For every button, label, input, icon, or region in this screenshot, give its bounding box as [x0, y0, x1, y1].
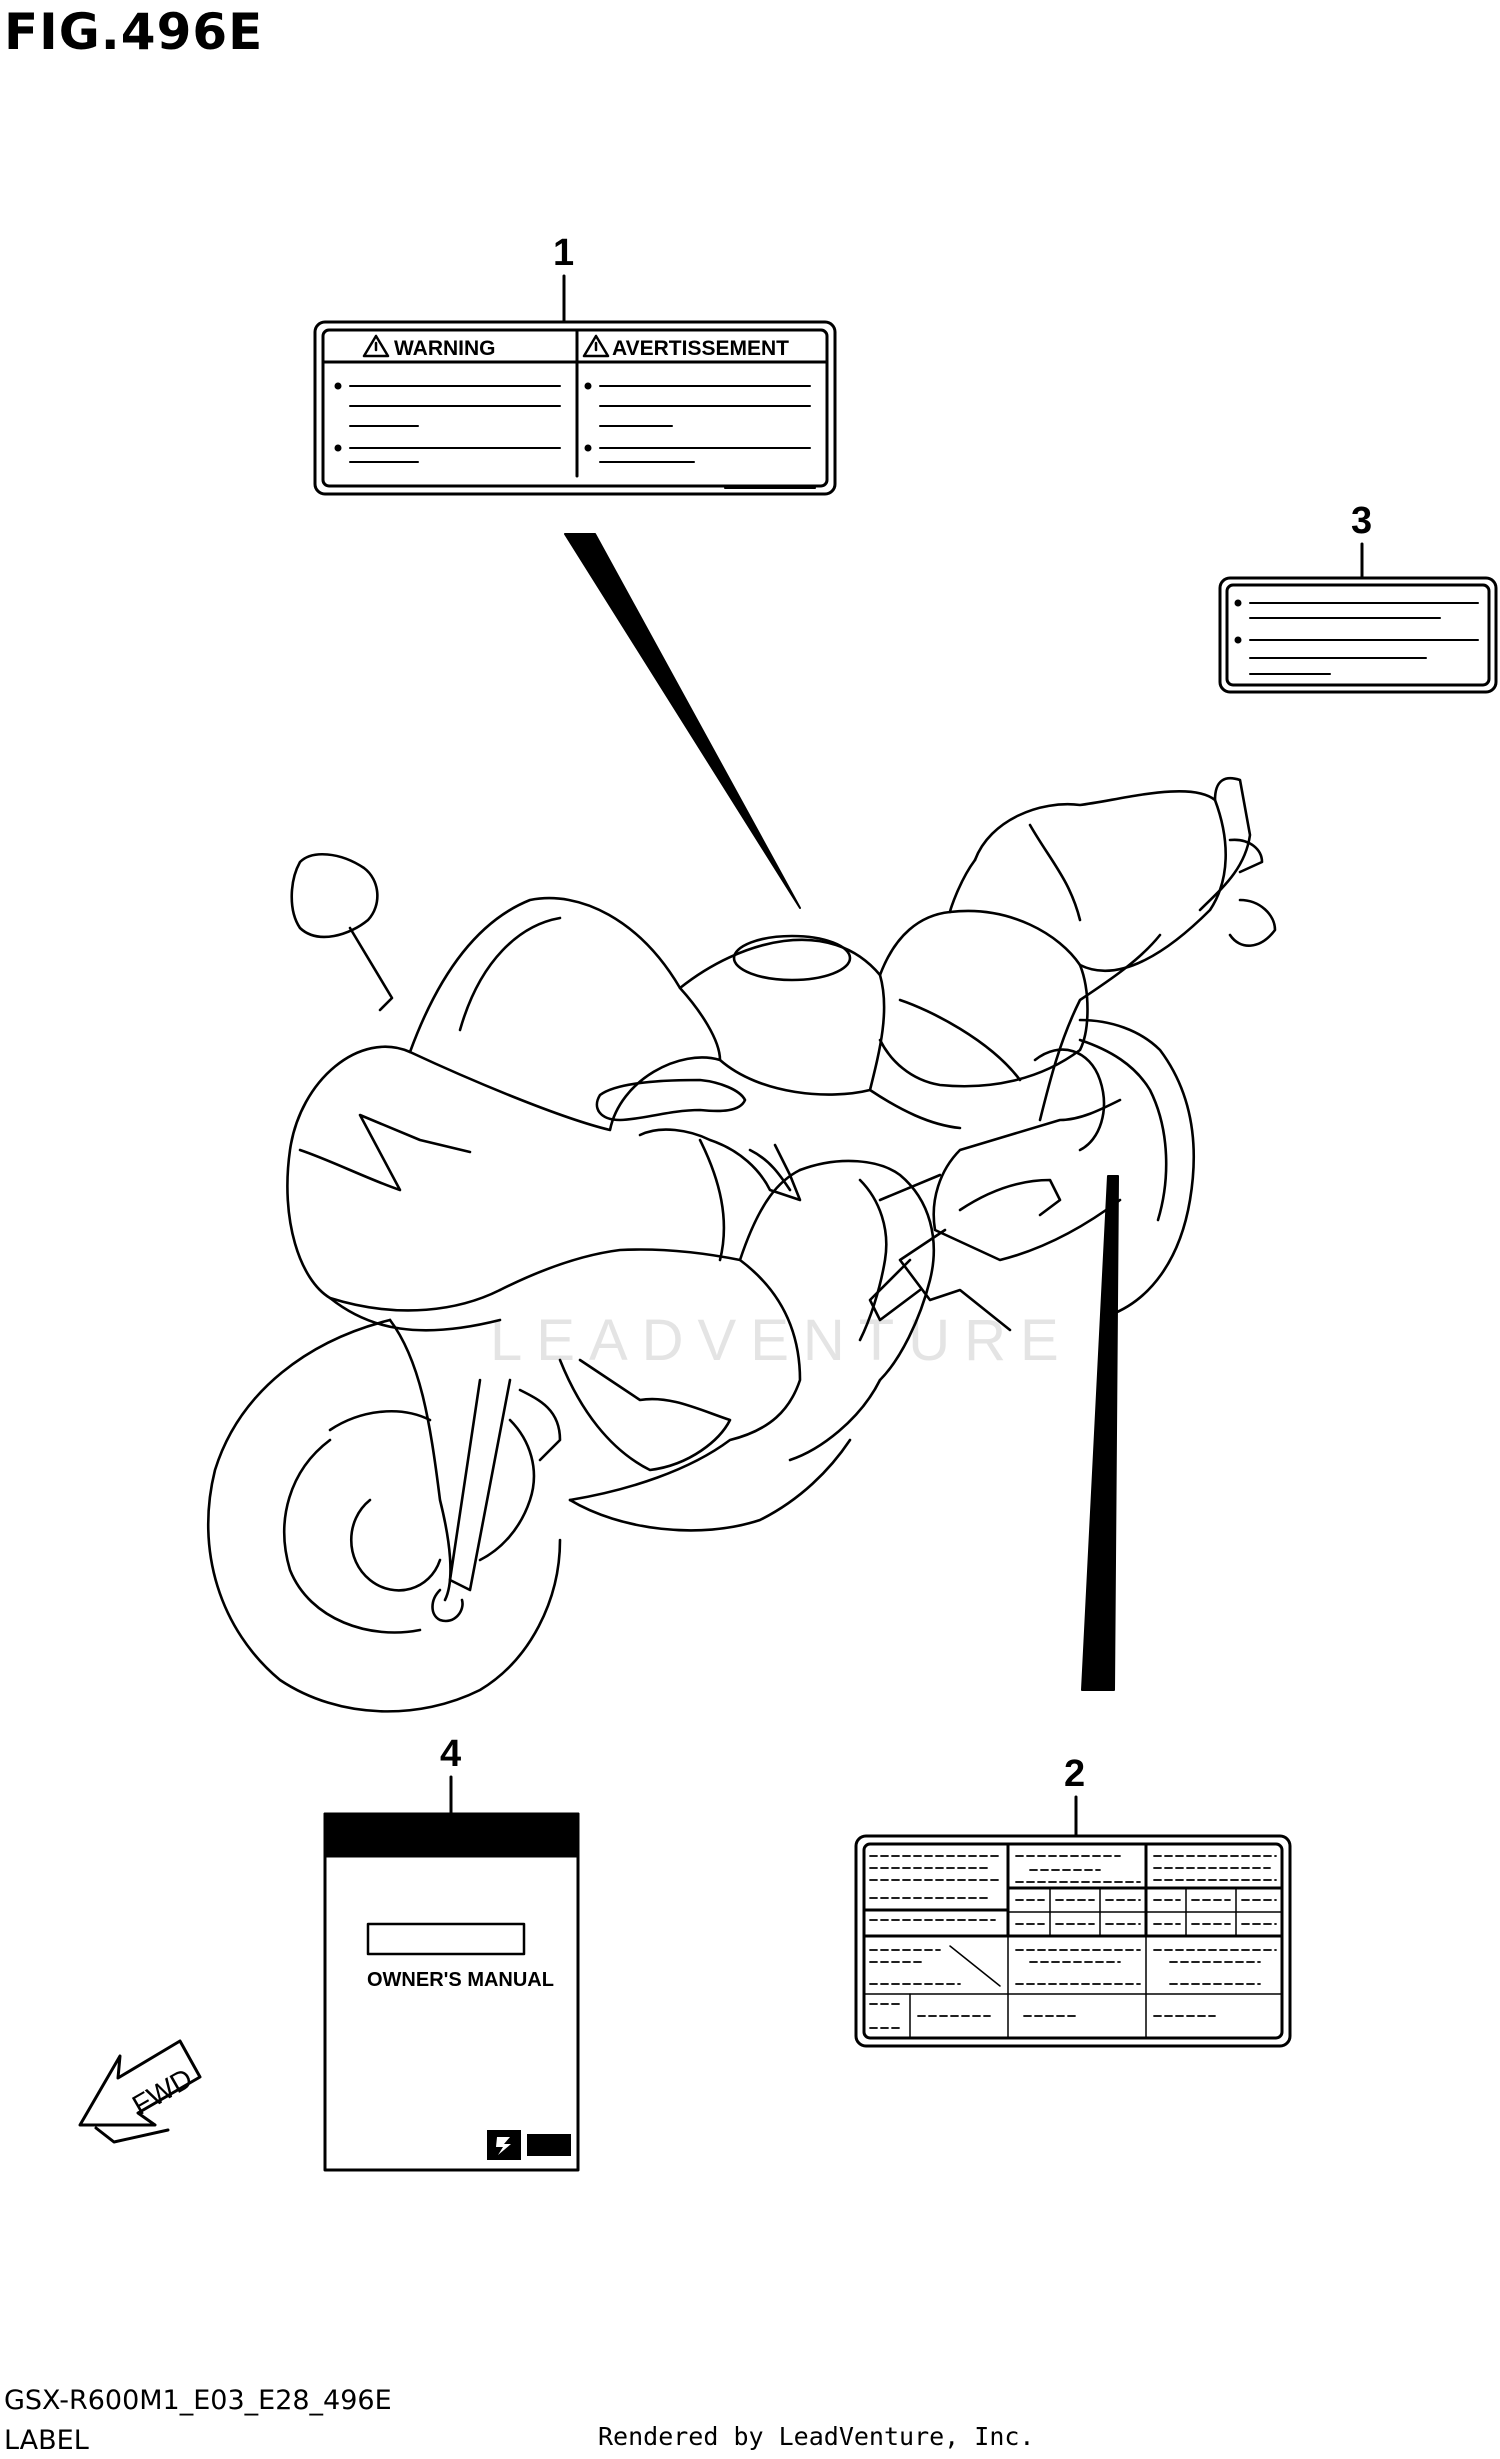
watermark: LEADVENTURE [490, 1308, 1073, 1373]
callout-2[interactable]: 2 [1064, 1753, 1085, 1838]
warning-heading: WARNING [394, 337, 496, 360]
suzuki-logo-icon [487, 2130, 571, 2160]
callout-1[interactable]: 1 [553, 232, 574, 324]
model-code: GSX-R600M1_E03_E28_496E [4, 2385, 392, 2416]
tire-info-label[interactable] [854, 1834, 1292, 2048]
fwd-arrow-icon: FWD [78, 2039, 202, 2144]
callout-number-2: 2 [1064, 1753, 1085, 1795]
render-credit: Rendered by LeadVenture, Inc. [598, 2422, 1035, 2451]
callout-3[interactable]: 3 [1351, 500, 1372, 580]
figure-caption: LABEL [4, 2425, 89, 2456]
caution-label[interactable] [1218, 576, 1498, 694]
callout-number-3: 3 [1351, 500, 1372, 542]
callout-number-4: 4 [440, 1733, 461, 1775]
motorcycle-outline [206, 776, 1277, 1713]
owners-manual[interactable]: OWNER'S MANUAL [323, 1812, 580, 2172]
owners-manual-title: OWNER'S MANUAL [367, 1969, 554, 1991]
pointer-2 [1081, 1175, 1119, 1691]
warning-triangle-icon [582, 334, 610, 358]
callout-number-1: 1 [553, 232, 574, 274]
warning-triangle-icon [362, 334, 390, 358]
warning-label[interactable]: WARNING AVERTISSEMENT [313, 320, 837, 496]
figure-title: FIG.496E [4, 3, 264, 61]
pointer-1 [564, 533, 801, 909]
callout-4[interactable]: 4 [440, 1733, 461, 1816]
avertissement-heading: AVERTISSEMENT [612, 337, 789, 360]
